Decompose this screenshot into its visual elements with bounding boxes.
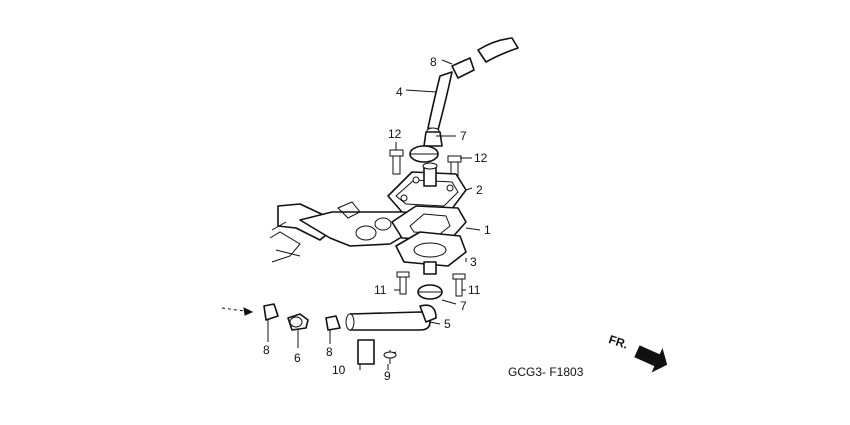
callout-4: 4 [396, 85, 403, 99]
callout-9: 9 [384, 369, 391, 383]
tag-and-clip [357, 339, 397, 365]
bolts-11 [396, 271, 466, 297]
callout-8-left: 8 [263, 343, 270, 357]
callout-7-top: 7 [460, 129, 467, 143]
callout-1: 1 [484, 223, 491, 237]
upper-hose [423, 37, 519, 147]
diagram-code: GCG3- F1803 [508, 365, 584, 379]
bolts-12 [389, 149, 462, 181]
left-small-parts [221, 303, 341, 331]
lower-hose [345, 304, 437, 331]
clamp-top [409, 145, 439, 163]
engine-frame [269, 201, 421, 263]
callout-11-right: 11 [468, 283, 481, 297]
callout-8-mid: 8 [326, 345, 333, 359]
callout-2: 2 [476, 183, 483, 197]
clamp-bottom [417, 284, 443, 300]
callout-8-top: 8 [430, 55, 437, 69]
callout-11-left: 11 [374, 283, 387, 297]
reed-plate [391, 205, 467, 241]
front-direction-arrow [634, 345, 668, 373]
cover-assembly [387, 162, 467, 215]
callout-12-left: 12 [388, 127, 402, 141]
callout-6: 6 [294, 351, 301, 365]
callout-7-bottom: 7 [460, 299, 467, 313]
leader-lines [267, 59, 481, 370]
direction-label: FR. [607, 332, 630, 351]
callout-5: 5 [444, 317, 451, 331]
callout-10: 10 [332, 363, 346, 377]
base-plate [395, 231, 467, 275]
callout-3: 3 [470, 255, 477, 269]
callout-12-right: 12 [474, 151, 488, 165]
